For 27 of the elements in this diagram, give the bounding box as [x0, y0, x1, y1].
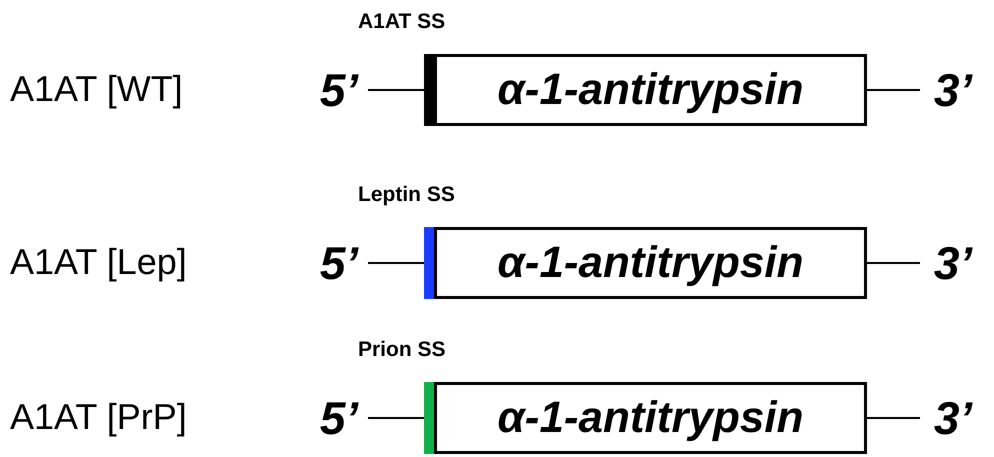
construct-label: A1AT [PrP]: [10, 396, 187, 438]
gene-name: α-1-antitrypsin: [498, 393, 804, 443]
strand-end-label: 5’: [310, 60, 368, 120]
gene-box: [434, 382, 867, 454]
connector-line: [867, 262, 920, 264]
signal-sequence-label: Leptin SS: [358, 183, 455, 207]
signal-sequence-bar: [424, 382, 434, 454]
connector-line: [867, 89, 920, 91]
connector-line: [368, 89, 424, 91]
strand-end-label: 3’: [920, 60, 986, 120]
gene-box: [434, 227, 867, 299]
construct-label: A1AT [Lep]: [10, 241, 187, 283]
strand-end-label: 3’: [920, 388, 986, 448]
gene-box: [434, 54, 867, 126]
gene-name: α-1-antitrypsin: [498, 238, 804, 288]
gene-name: α-1-antitrypsin: [498, 65, 804, 115]
connector-line: [368, 417, 424, 419]
connector-line: [368, 262, 424, 264]
strand-end-label: 5’: [310, 388, 368, 448]
signal-sequence-bar: [424, 54, 434, 126]
signal-sequence-label: A1AT SS: [358, 10, 446, 34]
connector-line: [867, 417, 920, 419]
signal-sequence-label: Prion SS: [358, 338, 446, 362]
signal-sequence-bar: [424, 227, 434, 299]
strand-end-label: 5’: [310, 233, 368, 293]
construct-label: A1AT [WT]: [10, 68, 183, 110]
strand-end-label: 3’: [920, 233, 986, 293]
